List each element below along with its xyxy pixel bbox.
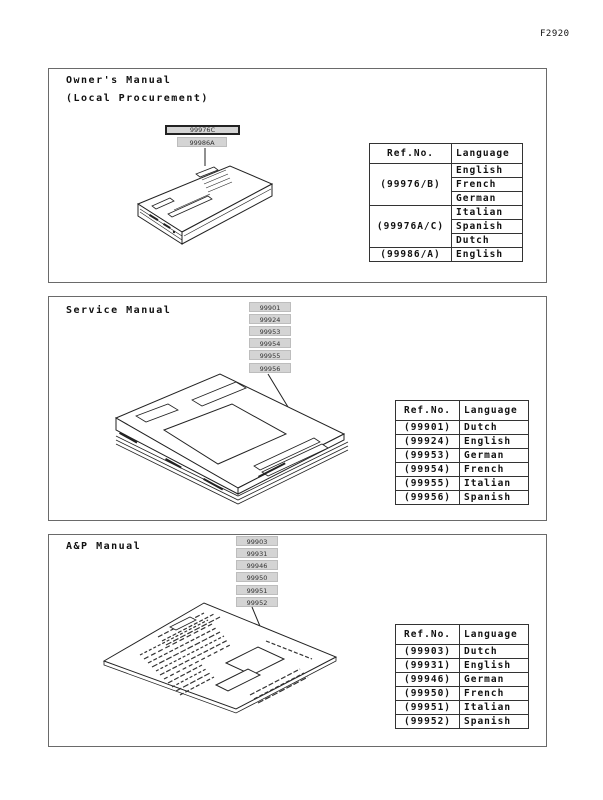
table-cell-ref: (99986/A) xyxy=(369,247,452,262)
owners-manual-ref-table: Ref.No. Language (99976/B) English Frenc… xyxy=(369,143,523,262)
ref-label: 99924 xyxy=(249,314,291,324)
ref-label: 99903 xyxy=(236,536,278,546)
table-row: (99956) Spanish xyxy=(395,490,529,505)
table-cell-ref: (99931) xyxy=(395,658,460,673)
ref-label: 99954 xyxy=(249,338,291,348)
table-row: (99950) French xyxy=(395,686,529,701)
table-row: (99924) English xyxy=(395,434,529,449)
service-manual-ref-table: Ref.No. Language (99901) Dutch (99924) E… xyxy=(395,400,529,505)
table-cell-language: Dutch xyxy=(459,420,529,435)
table-header-refno: Ref.No. xyxy=(369,143,452,164)
figure-id: F2920 xyxy=(540,29,570,39)
table-cell-ref: (99946) xyxy=(395,672,460,687)
table-row: (99903) Dutch xyxy=(395,644,529,659)
table-header-refno: Ref.No. xyxy=(395,400,460,421)
table-header-language: Language xyxy=(459,624,529,645)
table-cell-language: French xyxy=(459,462,529,477)
table-cell-ref: (99976A/C) xyxy=(369,205,452,248)
owners-manual-title: Owner's Manual xyxy=(66,75,172,86)
table-cell-ref: (99954) xyxy=(395,462,460,477)
ref-label-99976c: 99976C xyxy=(165,125,240,135)
ref-label: 99953 xyxy=(249,326,291,336)
table-cell-ref: (99976/B) xyxy=(369,163,452,206)
table-row: (99953) German xyxy=(395,448,529,463)
table-row: (99931) English xyxy=(395,658,529,673)
table-cell-language: Italian xyxy=(459,476,529,491)
table-cell-ref: (99956) xyxy=(395,490,460,505)
table-cell-ref: (99924) xyxy=(395,434,460,449)
table-cell-ref: (99952) xyxy=(395,714,460,729)
service-manual-panel xyxy=(48,296,547,521)
table-cell-language: English xyxy=(459,658,529,673)
table-cell-language: Spanish xyxy=(459,714,529,729)
table-cell-language: Spanish xyxy=(459,490,529,505)
table-row: (99954) French xyxy=(395,462,529,477)
service-manual-illustration xyxy=(114,373,349,505)
ap-manual-ref-table: Ref.No. Language (99903) Dutch (99931) E… xyxy=(395,624,529,729)
ref-label: 99951 xyxy=(236,585,278,595)
table-cell-ref: (99950) xyxy=(395,686,460,701)
table-cell-ref: (99903) xyxy=(395,644,460,659)
table-cell-language: German xyxy=(459,672,529,687)
ap-manual-title: A&P Manual xyxy=(66,541,142,552)
ref-label: 99901 xyxy=(249,302,291,312)
service-manual-title: Service Manual xyxy=(66,305,172,316)
ref-label: 99931 xyxy=(236,548,278,558)
table-row: (99952) Spanish xyxy=(395,714,529,729)
table-row: (99955) Italian xyxy=(395,476,529,491)
table-header-language: Language xyxy=(451,143,523,164)
table-cell-language: French xyxy=(459,686,529,701)
ref-label: 99950 xyxy=(236,572,278,582)
ref-label: 99956 xyxy=(249,363,291,373)
owners-manual-panel xyxy=(48,68,547,283)
table-cell-ref: (99953) xyxy=(395,448,460,463)
table-row: (99901) Dutch xyxy=(395,420,529,435)
ref-label: 99952 xyxy=(236,597,278,607)
table-cell-ref: (99955) xyxy=(395,476,460,491)
table-cell-ref: (99901) xyxy=(395,420,460,435)
table-row: (99946) German xyxy=(395,672,529,687)
ap-manual-panel xyxy=(48,534,547,747)
table-cell-language: English xyxy=(451,247,523,262)
owners-manual-illustration xyxy=(136,148,274,245)
table-cell-language: Italian xyxy=(451,205,523,220)
table-cell-language: English xyxy=(459,434,529,449)
ap-manual-illustration xyxy=(102,602,338,714)
table-cell-ref: (99951) xyxy=(395,700,460,715)
table-cell-language: English xyxy=(451,163,523,178)
table-row: (99951) Italian xyxy=(395,700,529,715)
table-cell-language: German xyxy=(451,191,523,206)
ref-label-99986a: 99986A xyxy=(177,137,227,147)
ref-label: 99946 xyxy=(236,560,278,570)
table-cell-language: Italian xyxy=(459,700,529,715)
table-cell-language: Dutch xyxy=(451,233,523,248)
owners-manual-subtitle: (Local Procurement) xyxy=(66,93,209,104)
table-cell-language: Dutch xyxy=(459,644,529,659)
table-header-refno: Ref.No. xyxy=(395,624,460,645)
table-cell-language: Spanish xyxy=(451,219,523,234)
table-cell-language: French xyxy=(451,177,523,192)
table-header-language: Language xyxy=(459,400,529,421)
table-cell-language: German xyxy=(459,448,529,463)
ref-label: 99955 xyxy=(249,350,291,360)
